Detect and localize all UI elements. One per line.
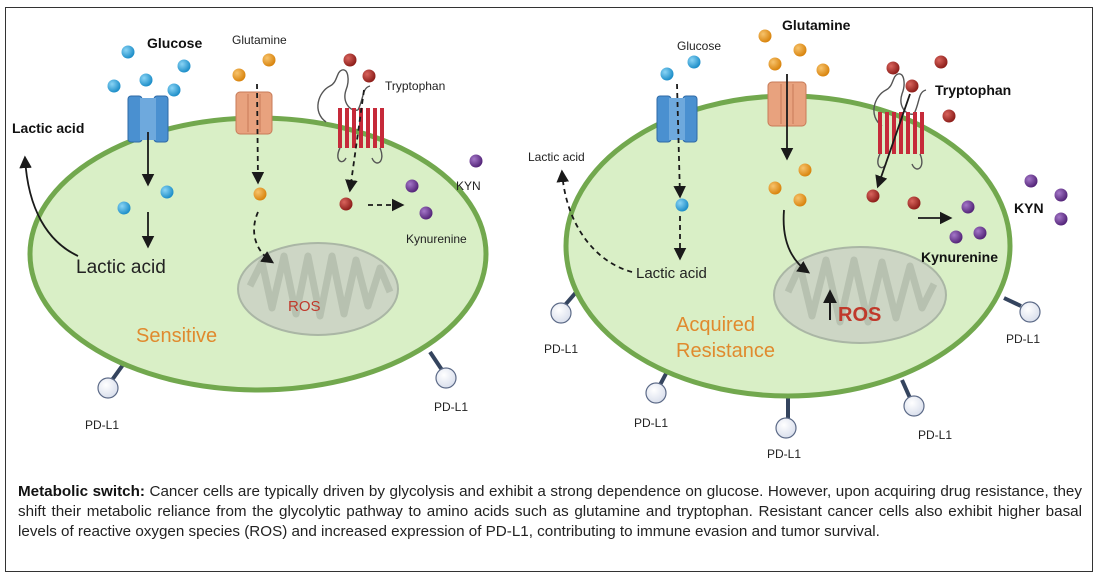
glutamine-label: Glutamine xyxy=(782,17,851,33)
mitochondrion xyxy=(237,242,399,336)
caption-body: Cancer cells are typically driven by gly… xyxy=(18,483,1082,540)
state-label-acquired: Acquired xyxy=(676,314,755,336)
kynurenine-molecules xyxy=(405,154,483,220)
metabolic-switch-diagram: Glucose Glutamine Tryptophan Lactic acid… xyxy=(12,17,1068,461)
glutamine-label: Glutamine xyxy=(232,33,287,47)
tryptophan-transporter xyxy=(317,69,384,164)
pdl1-receptor xyxy=(900,379,925,417)
pdl1-label: PD-L1 xyxy=(1006,332,1040,346)
glucose-transporter xyxy=(127,95,169,143)
glutamine-transporter xyxy=(235,91,273,135)
pdl1-label: PD-L1 xyxy=(85,418,119,432)
pathway-arrows xyxy=(19,83,405,264)
pdl1-label: PD-L1 xyxy=(634,416,668,430)
pdl1-receptor xyxy=(775,392,797,439)
pdl1-receptor xyxy=(1003,296,1041,323)
caption-heading: Metabolic switch: xyxy=(18,483,145,500)
figure-caption: Metabolic switch: Cancer cells are typic… xyxy=(18,482,1082,542)
lactic-acid-in-label: Lactic acid xyxy=(636,265,707,282)
tryptophan-molecules xyxy=(339,53,376,211)
state-label-resistance: Resistance xyxy=(676,340,775,362)
kynurenine-molecules xyxy=(949,174,1068,244)
tryptophan-transporter xyxy=(873,73,927,170)
glucose-molecules xyxy=(107,45,191,215)
mitochondrion xyxy=(773,246,947,344)
glucose-molecules xyxy=(660,55,701,212)
glucose-label: Glucose xyxy=(677,39,721,53)
pdl1-receptor xyxy=(428,350,457,389)
kyn-label: KYN xyxy=(456,179,481,193)
kynurenine-label: Kynurenine xyxy=(921,249,998,265)
pathway-arrows xyxy=(556,74,953,320)
tryptophan-label: Tryptophan xyxy=(935,82,1011,98)
sensitive-cell: Glucose Glutamine Tryptophan Lactic acid… xyxy=(12,33,489,432)
figure-frame xyxy=(5,7,1093,572)
lactic-acid-out-label: Lactic acid xyxy=(12,120,84,136)
tryptophan-label: Tryptophan xyxy=(385,79,445,93)
state-label-sensitive: Sensitive xyxy=(136,325,217,347)
kyn-label: KYN xyxy=(1014,200,1044,216)
pdl1-receptor xyxy=(97,360,127,399)
pdl1-label: PD-L1 xyxy=(434,400,468,414)
resistant-cell: Glucose Glutamine Tryptophan Lactic acid… xyxy=(528,17,1068,461)
ros-label: ROS xyxy=(288,298,321,315)
glucose-label: Glucose xyxy=(147,35,202,51)
glutamine-molecules xyxy=(758,29,830,207)
tryptophan-molecules xyxy=(866,55,956,210)
lactic-acid-in-label: Lactic acid xyxy=(76,257,166,278)
kynurenine-label: Kynurenine xyxy=(406,232,467,246)
pdl1-label: PD-L1 xyxy=(918,428,952,442)
pdl1-label: PD-L1 xyxy=(767,447,801,461)
pdl1-receptor xyxy=(550,288,580,324)
lactic-acid-out-label: Lactic acid xyxy=(528,150,585,164)
pdl1-label: PD-L1 xyxy=(544,342,578,356)
glucose-transporter xyxy=(656,95,698,143)
glutamine-molecules xyxy=(232,53,276,201)
ros-label: ROS xyxy=(838,304,881,326)
